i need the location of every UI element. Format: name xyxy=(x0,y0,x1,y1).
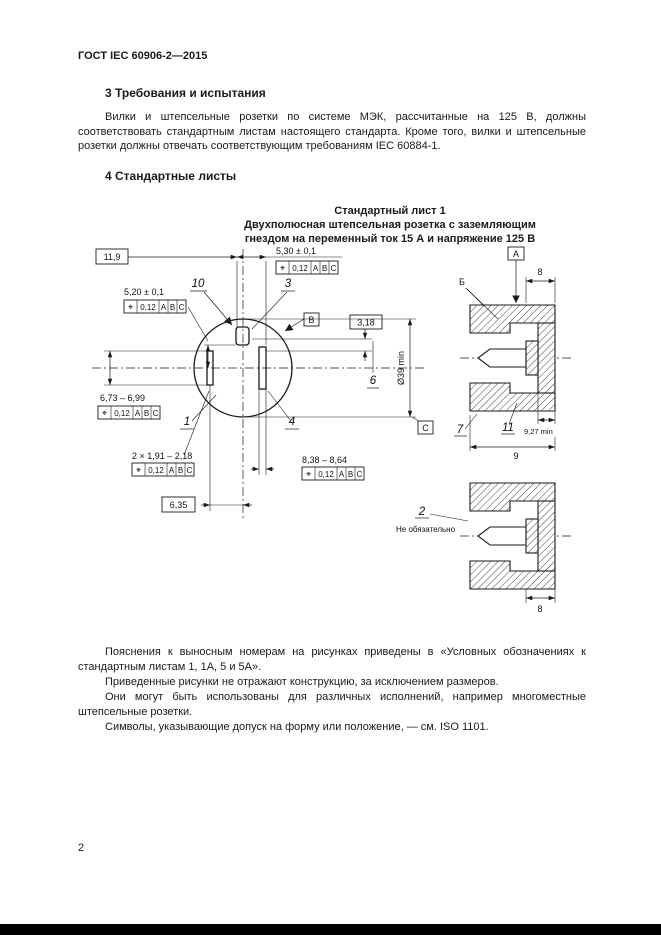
note-3: Они могут быть использованы для различны… xyxy=(78,691,586,718)
callout-3-label: 3 xyxy=(285,278,292,290)
fcf-tolerance: 0,12 xyxy=(148,466,164,475)
dim-9-27-label: 9,27 min xyxy=(524,427,553,436)
fcf-datum-c: C xyxy=(187,466,193,475)
page-bottom-edge xyxy=(0,924,661,935)
dimension-8-top: 8 xyxy=(525,267,556,303)
fcf-slot-left: ⌖ 0,12 A B C xyxy=(97,405,161,420)
dim-1-91-label: 2 × 1,91 – 2,18 xyxy=(132,451,192,461)
sheet-heading: Стандартный лист 1 Двухполюсная штепсель… xyxy=(180,204,600,246)
dimension-5-20: 5,20 ± 0,1 ⌖ 0,12 A B C xyxy=(123,287,236,368)
callout-6-label: 6 xyxy=(370,375,377,387)
callout-6: 6 xyxy=(367,341,379,389)
dim-6-35-label: 6,35 xyxy=(170,500,188,510)
datum-a-label: A xyxy=(513,249,519,259)
callout-1-label: 1 xyxy=(184,416,190,428)
datum-b: B xyxy=(284,312,320,332)
note-1: Пояснения к выносным номерам на рисунках… xyxy=(78,646,586,673)
page-number: 2 xyxy=(78,842,85,854)
fcf-datum-c: C xyxy=(331,264,337,273)
datum-a: A xyxy=(507,246,525,303)
callout-2: 2 Не обязательно xyxy=(396,506,469,534)
dimension-9-27: 9,27 min xyxy=(524,393,556,436)
dimension-d39: Ø39 min xyxy=(247,318,416,418)
dimension-1-91: 2 × 1,91 – 2,18 ⌖ 0,12 A B C xyxy=(131,390,210,477)
doc-header: ГОСТ IEC 60906-2—2015 xyxy=(78,50,208,62)
position-symbol: ⌖ xyxy=(306,469,311,479)
dimension-8-38: 8,38 – 8,64 ⌖ 0,12 A B C xyxy=(251,389,365,481)
fcf-datum-a: A xyxy=(339,470,345,479)
position-symbol: ⌖ xyxy=(136,465,141,475)
fcf-tolerance: 0,12 xyxy=(292,264,308,273)
position-symbol: ⌖ xyxy=(280,263,285,273)
fcf-datum-a: A xyxy=(135,409,141,418)
callout-2-label: 2 xyxy=(418,506,426,518)
dim-8-top-label: 8 xyxy=(537,267,542,277)
dim-11-9-label: 11,9 xyxy=(104,252,121,262)
dimension-8-bottom: 8 xyxy=(525,589,556,614)
section-view-bottom xyxy=(460,482,572,590)
datum-c-label: C xyxy=(422,423,429,433)
dim-9-label: 9 xyxy=(513,451,518,461)
dim-d39-label: Ø39 min xyxy=(396,351,406,385)
section-3-title: 3 Требования и испытания xyxy=(105,86,266,100)
callout-4-label: 4 xyxy=(289,416,295,428)
fcf-datum-b: B xyxy=(178,466,183,475)
fcf-datum-b: B xyxy=(348,470,353,479)
label-b-cyrillic-text: Б xyxy=(459,277,465,287)
callout-3: 3 xyxy=(251,278,295,330)
dimension-6-35: 6,35 xyxy=(161,385,252,513)
dimension-3-18: 3,18 xyxy=(252,314,383,361)
fcf-datum-a: A xyxy=(313,264,319,273)
dimension-5-30: 5,30 ± 0,1 ⌖ 0,12 A B C xyxy=(236,246,342,345)
fcf-datum-a: A xyxy=(161,303,167,312)
callout-7-label: 7 xyxy=(457,424,464,436)
dimension-11-9: 11,9 xyxy=(95,248,237,265)
callout-11-label: 11 xyxy=(502,422,514,434)
sheet-subtitle-line2: гнездом на переменный ток 15 А и напряже… xyxy=(244,233,536,245)
sheet-subtitle-line1: Двухполюсная штепсельная розетка с зазем… xyxy=(244,219,536,231)
dimension-9: 9 xyxy=(469,415,556,461)
section-3-paragraph: Вилки и штепсельные розетки по системе М… xyxy=(78,111,586,152)
dim-3-18-label: 3,18 xyxy=(357,318,375,328)
fcf-datum-b: B xyxy=(322,264,327,273)
section-view-top xyxy=(460,304,572,412)
position-symbol: ⌖ xyxy=(128,302,133,312)
callout-10-label: 10 xyxy=(192,278,205,290)
datum-c: C xyxy=(411,416,434,435)
dim-6-73-label: 6,73 – 6,99 xyxy=(100,393,145,403)
callout-10: 10 xyxy=(190,278,233,326)
callout-7: 7 xyxy=(454,413,478,437)
callout-1: 1 xyxy=(180,394,217,430)
callout-4: 4 xyxy=(267,390,299,430)
dimension-6-73: 6,73 – 6,99 ⌖ 0,12 A B C xyxy=(97,350,207,420)
fcf-datum-b: B xyxy=(170,303,175,312)
sheet-title: Стандартный лист 1 xyxy=(334,205,446,217)
fcf-datum-c: C xyxy=(179,303,185,312)
note-4: Символы, указывающие допуск на форму или… xyxy=(105,721,489,733)
callout-11: 11 xyxy=(501,402,518,435)
fcf-slot-width: ⌖ 0,12 A B C xyxy=(131,462,195,477)
fcf-datum-c: C xyxy=(153,409,159,418)
position-symbol: ⌖ xyxy=(102,408,107,418)
fcf-tolerance: 0,12 xyxy=(318,470,334,479)
fcf-datum-b: B xyxy=(144,409,149,418)
dim-8-bottom-label: 8 xyxy=(537,604,542,614)
label-b-cyrillic: Б xyxy=(459,277,499,320)
note-2: Приведенные рисунки не отражают конструк… xyxy=(105,676,499,688)
fcf-left: ⌖ 0,12 A B C xyxy=(123,299,187,314)
fcf-tolerance: 0,12 xyxy=(140,303,156,312)
fcf-datum-c: C xyxy=(357,470,363,479)
fcf-slot-right: ⌖ 0,12 A B C xyxy=(301,466,365,481)
optional-note-label: Не обязательно xyxy=(396,525,456,534)
section-4-title: 4 Стандартные листы xyxy=(105,169,237,183)
dim-5-20-label: 5,20 ± 0,1 xyxy=(124,287,164,297)
notes-block: Пояснения к выносным номерам на рисунках… xyxy=(78,645,586,735)
fcf-top: ⌖ 0,12 A B C xyxy=(275,260,339,275)
fcf-tolerance: 0,12 xyxy=(114,409,130,418)
fcf-datum-a: A xyxy=(169,466,175,475)
dim-5-30-label: 5,30 ± 0,1 xyxy=(276,246,316,256)
datum-b-label: B xyxy=(308,315,314,325)
dim-8-38-label: 8,38 – 8,64 xyxy=(302,455,347,465)
standard-sheet-drawing: 11,9 5,30 ± 0,1 ⌖ 0,12 A B C 5,20 ± 0,1 xyxy=(92,246,572,614)
